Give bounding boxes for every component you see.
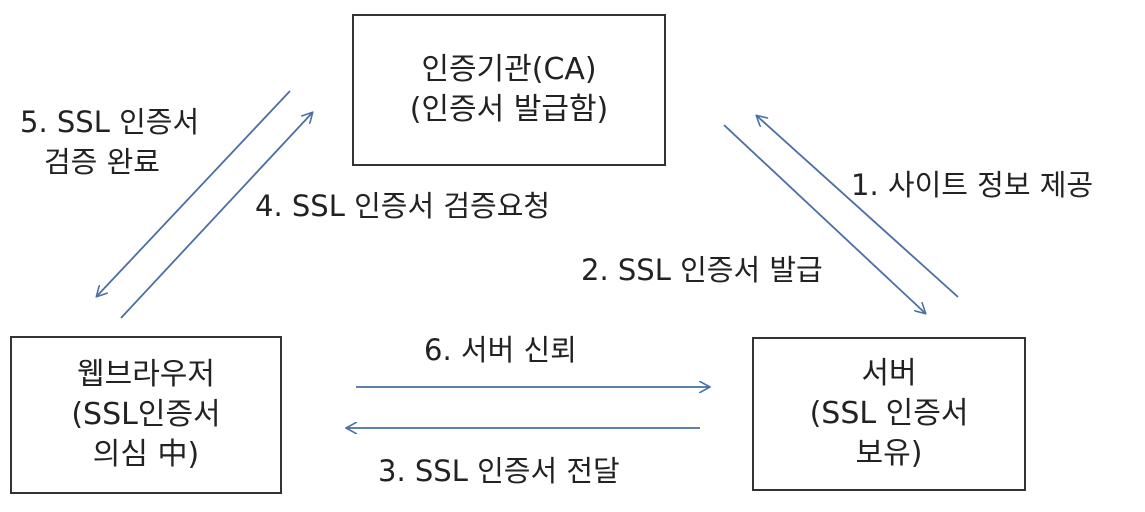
- arrow-step4: [120, 113, 312, 319]
- node-browser-line2: (SSL인증서: [71, 397, 221, 432]
- node-server-title: 서버: [861, 356, 917, 391]
- label-step2: 2. SSL 인증서 발급: [581, 253, 823, 287]
- label-step5-line2: 검증 완료: [44, 145, 160, 179]
- label-step3: 3. SSL 인증서 전달: [378, 454, 620, 488]
- node-ca-title: 인증기관(CA): [421, 52, 597, 87]
- node-server-line2: (SSL 인증서: [809, 396, 969, 431]
- node-server-line3: 보유): [855, 436, 923, 471]
- arrow-step1: [757, 116, 959, 298]
- label-step4: 4. SSL 인증서 검증요청: [255, 189, 551, 223]
- node-ca: 인증기관(CA) (인증서 발급함): [352, 14, 666, 166]
- label-step1: 1. 사이트 정보 제공: [851, 168, 1094, 202]
- node-browser-title: 웹브라우저: [77, 357, 215, 392]
- arrow-step2: [723, 124, 925, 313]
- node-ca-subtitle: (인증서 발급함): [409, 92, 609, 127]
- node-browser: 웹브라우저 (SSL인증서 의심 中): [10, 336, 282, 494]
- label-step6: 6. 서버 신뢰: [424, 333, 577, 367]
- label-step5-line1: 5. SSL 인증서: [20, 105, 200, 139]
- node-browser-line3: 의심 中): [92, 437, 200, 472]
- arrow-step5: [97, 90, 291, 296]
- node-server: 서버 (SSL 인증서 보유): [752, 337, 1026, 491]
